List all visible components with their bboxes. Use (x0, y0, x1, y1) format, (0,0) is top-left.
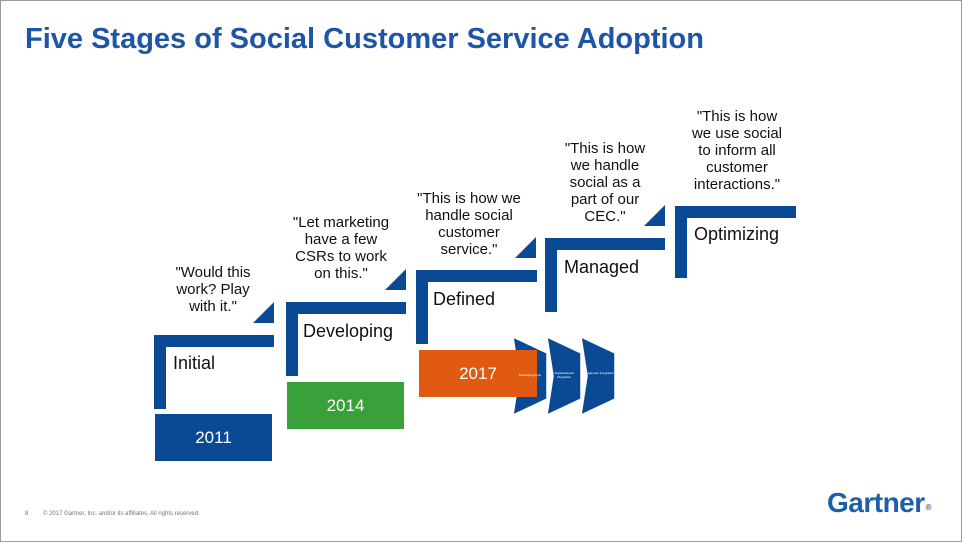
year-box-2011: 2011 (155, 414, 272, 461)
stage-quote-developing: "Let marketing have a few CSRs to work o… (292, 214, 390, 282)
copyright-text: © 2017 Gartner, Inc. and/or its affiliat… (43, 511, 200, 517)
step-4-tread (545, 238, 665, 250)
stage-quote-managed: "This is how we handle social as a part … (564, 140, 646, 225)
step-5-riser (675, 206, 687, 278)
year-box-2014: 2014 (287, 382, 404, 429)
step-2-riser (286, 302, 298, 376)
stage-quote-initial: "Would this work? Play with it." (175, 264, 251, 315)
step-3-arrow (515, 237, 536, 258)
year-label-2011: 2011 (195, 427, 232, 447)
step-2-tread (286, 302, 406, 314)
stage-quote-defined: "This is how we handle social customer s… (417, 190, 521, 258)
slide-title: Five Stages of Social Customer Service A… (25, 23, 704, 55)
year-label-2014: 2014 (326, 395, 365, 415)
stage-label-developing: Developing (303, 321, 394, 341)
logo-registered-mark: ® (925, 503, 932, 512)
step-2-arrow (385, 269, 406, 290)
chevron-2 (546, 335, 582, 417)
chevron-3 (580, 335, 616, 417)
year-label-2017: 2017 (459, 363, 497, 383)
stage-label-managed: Managed (564, 257, 640, 277)
chevron-1-label: Messaging Apps (518, 373, 541, 377)
step-3-riser (416, 270, 428, 344)
stage-label-optimizing: Optimizing (694, 224, 780, 244)
chevron-group (512, 335, 616, 417)
stage-label-defined: Defined (433, 289, 496, 309)
step-1-tread (154, 335, 274, 347)
step-5-tread (675, 206, 796, 218)
page-number: 8 (25, 511, 29, 517)
logo-text: Gartner (827, 487, 925, 518)
stage-label-initial: Initial (173, 353, 216, 373)
step-4-arrow (644, 205, 665, 226)
step-1-arrow (253, 302, 274, 323)
step-4-riser (545, 238, 557, 312)
chevron-2-label: Organizational Integration (554, 371, 574, 379)
gartner-logo: Gartner® (827, 487, 932, 519)
chevron-3-label: Engagement Integration (581, 371, 615, 375)
step-1-riser (154, 335, 166, 409)
stage-quote-optimizing: "This is how we use social to inform all… (691, 108, 783, 193)
year-box-2017: 2017 (419, 350, 537, 397)
step-3-tread (416, 270, 537, 282)
